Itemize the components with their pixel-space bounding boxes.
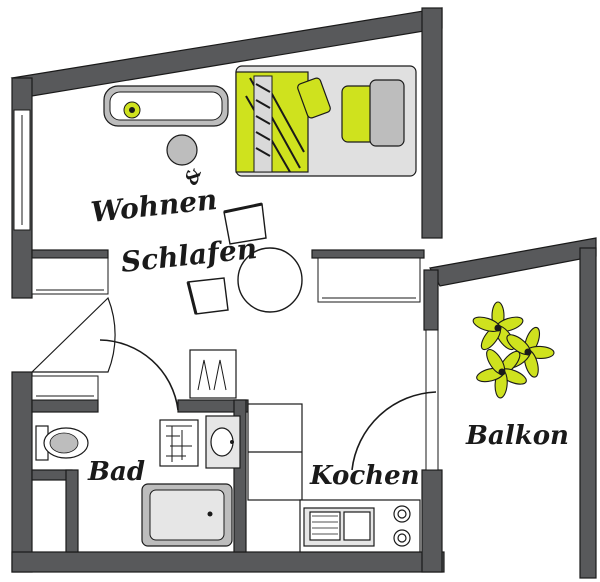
wall-balcony-top bbox=[429, 237, 597, 287]
shower-icon bbox=[159, 419, 199, 467]
pillow-icon bbox=[297, 77, 331, 119]
doors bbox=[30, 296, 437, 471]
wall-bath-top bbox=[31, 399, 99, 413]
toilet-icon bbox=[35, 425, 89, 461]
label-ampersand: & bbox=[181, 165, 207, 188]
wall-partition-left bbox=[31, 249, 109, 259]
bathroom-area bbox=[35, 349, 241, 547]
door-swing-icon bbox=[351, 391, 437, 471]
window-living-right bbox=[317, 257, 421, 303]
lamp-icon bbox=[166, 134, 198, 166]
window-balcony bbox=[425, 329, 439, 471]
label-wohnen: Wohnen bbox=[89, 183, 218, 229]
wall-partition-right bbox=[311, 249, 425, 259]
bed-icon bbox=[235, 65, 417, 177]
door-swing-icon bbox=[30, 296, 116, 373]
label-balkon: Balkon bbox=[465, 421, 569, 451]
bathtub-icon bbox=[141, 483, 233, 547]
plant-icon bbox=[472, 301, 555, 399]
chair-icon bbox=[186, 277, 229, 315]
wall-right-lower bbox=[421, 469, 443, 573]
windows bbox=[13, 109, 439, 471]
sink-icon bbox=[205, 415, 241, 469]
walls bbox=[10, 7, 597, 579]
wall-balcony-right bbox=[579, 247, 597, 579]
living-area bbox=[103, 65, 417, 315]
wall-balcony-left bbox=[423, 269, 439, 331]
label-bad: Bad bbox=[87, 457, 145, 487]
table-icon bbox=[237, 247, 303, 313]
window-living-left bbox=[31, 257, 109, 295]
pillow-icon bbox=[369, 79, 405, 147]
sofa-icon bbox=[103, 85, 229, 127]
wall-left-lower bbox=[11, 371, 33, 573]
wall-right-upper bbox=[421, 7, 443, 239]
kitchen-area bbox=[247, 403, 421, 553]
stove-icon bbox=[393, 505, 411, 547]
chair-icon bbox=[223, 202, 267, 245]
label-kochen: Kochen bbox=[309, 461, 420, 491]
cabinet bbox=[189, 349, 237, 399]
label-schlafen: Schlafen bbox=[119, 232, 258, 279]
wall-bottom bbox=[11, 551, 445, 573]
kitchen-sink-icon bbox=[303, 507, 375, 547]
wall-bath-stub bbox=[65, 469, 79, 553]
door-swing-icon bbox=[99, 339, 179, 411]
